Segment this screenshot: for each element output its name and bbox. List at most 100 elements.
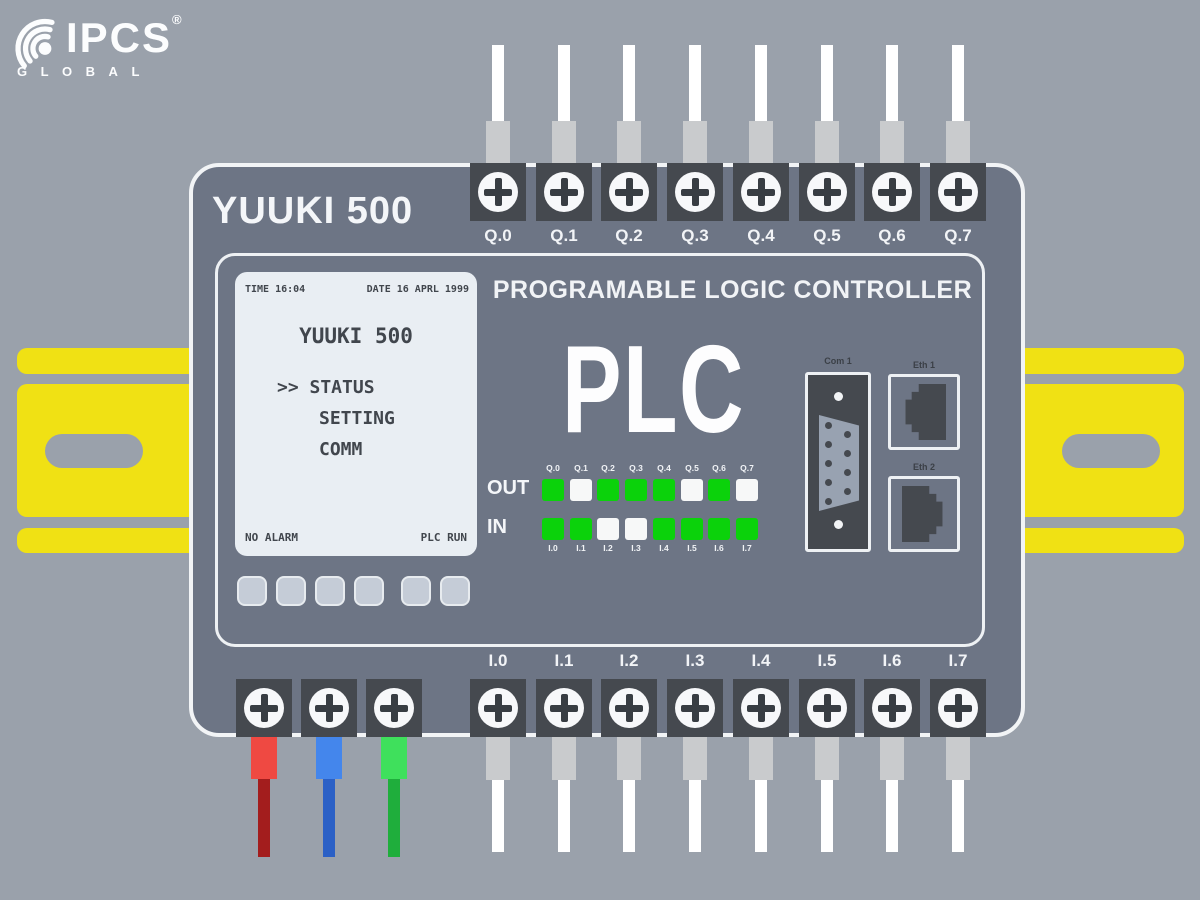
screw-slot <box>560 178 568 206</box>
membrane-button-2[interactable] <box>276 576 306 606</box>
out-led-Q.3 <box>625 479 647 501</box>
out-led-Q.5 <box>681 479 703 501</box>
out-led-label: Q.7 <box>740 463 754 473</box>
out-row-label: OUT <box>487 477 530 499</box>
din-rail-right-slot <box>1062 434 1160 468</box>
output-terminal <box>864 163 920 221</box>
lcd-screen: TIME 16:04 DATE 16 APRL 1999 YUUKI 500 >… <box>235 272 477 556</box>
db9-connector-face <box>819 415 859 511</box>
in-led-label: I.4 <box>659 543 669 553</box>
in-led-I.2 <box>597 518 619 540</box>
input-terminal-label: I.5 <box>817 651 837 670</box>
power-blue-wire <box>323 779 335 857</box>
device-heading: PROGRAMABLE LOGIC CONTROLLER <box>492 276 973 304</box>
terminal-screw-icon <box>938 172 978 212</box>
input-wire <box>821 780 833 852</box>
input-wire-ferrule <box>815 737 839 780</box>
input-wire <box>689 780 701 852</box>
output-terminal <box>930 163 986 221</box>
membrane-button-1[interactable] <box>237 576 267 606</box>
din-rail-left-bottom-flange <box>17 528 192 553</box>
screw-slot <box>691 694 699 722</box>
in-led-label: I.3 <box>631 543 641 553</box>
output-wire-ferrule <box>486 121 510 165</box>
in-led-I.5 <box>681 518 703 540</box>
power-blue-wire-ferrule <box>316 737 342 779</box>
com-port-label: Com 1 <box>824 356 852 366</box>
output-wire-ferrule <box>880 121 904 165</box>
input-terminal <box>601 679 657 737</box>
output-wire-ferrule <box>946 121 970 165</box>
terminal-screw-icon <box>309 688 349 728</box>
out-led-Q.0 <box>542 479 564 501</box>
output-terminal-label: Q.3 <box>681 226 709 245</box>
membrane-button-6[interactable] <box>440 576 470 606</box>
screw-slot <box>560 694 568 722</box>
input-terminal-label: I.7 <box>948 651 968 670</box>
power-red-wire-ferrule <box>251 737 277 779</box>
ipcs-signal-icon <box>12 12 66 75</box>
logo-brand-text: IPCS <box>66 14 173 61</box>
screw-slot <box>823 694 831 722</box>
logo-brand: IPCS® <box>66 12 184 62</box>
out-led-label: Q.4 <box>657 463 671 473</box>
screw-slot <box>823 178 831 206</box>
input-terminal-label: I.3 <box>685 651 705 670</box>
input-wire-ferrule <box>683 737 707 780</box>
output-terminal <box>536 163 592 221</box>
output-wire <box>492 45 504 125</box>
output-terminal-label: Q.5 <box>813 226 841 245</box>
input-terminal-label: I.6 <box>882 651 902 670</box>
in-led-I.3 <box>625 518 647 540</box>
lcd-menu-item-status: >> STATUS <box>277 377 375 398</box>
output-wire <box>558 45 570 125</box>
membrane-button-4[interactable] <box>354 576 384 606</box>
power-green-wire-ferrule <box>381 737 407 779</box>
db9-pin-hole <box>825 440 832 448</box>
terminal-screw-icon <box>244 688 284 728</box>
output-wire-ferrule <box>815 121 839 165</box>
screw-slot <box>888 178 896 206</box>
input-terminal <box>667 679 723 737</box>
output-terminal-label: Q.7 <box>944 226 972 245</box>
out-led-Q.4 <box>653 479 675 501</box>
out-led-Q.6 <box>708 479 730 501</box>
input-wire-ferrule <box>749 737 773 780</box>
db9-pin-hole <box>844 431 851 438</box>
terminal-screw-icon <box>675 688 715 728</box>
membrane-button-5[interactable] <box>401 576 431 606</box>
input-wire <box>558 780 570 852</box>
screw-slot <box>954 694 962 722</box>
input-wire-ferrule <box>946 737 970 780</box>
power-red-wire <box>258 779 270 857</box>
input-terminal <box>470 679 526 737</box>
lcd-date: DATE 16 APRL 1999 <box>366 284 469 295</box>
lcd-menu-item-comm: COMM <box>319 439 363 460</box>
in-led-I.7 <box>736 518 758 540</box>
in-led-I.4 <box>653 518 675 540</box>
output-terminal <box>733 163 789 221</box>
power-green-wire <box>388 779 400 857</box>
db9-pin-hole <box>825 459 832 467</box>
membrane-button-3[interactable] <box>315 576 345 606</box>
lcd-time: TIME 16:04 <box>245 284 306 295</box>
lcd-menu: >> STATUS SETTING COMM <box>235 372 477 465</box>
power-terminal <box>236 679 292 737</box>
input-wire <box>755 780 767 852</box>
terminal-screw-icon <box>872 172 912 212</box>
output-wire-ferrule <box>683 121 707 165</box>
logo-subtitle: GLOBAL <box>17 64 153 79</box>
terminal-screw-icon <box>741 172 781 212</box>
input-wire <box>492 780 504 852</box>
input-wire <box>952 780 964 852</box>
db9-screw-bottom <box>834 520 843 529</box>
output-wire <box>689 45 701 125</box>
terminal-screw-icon <box>938 688 978 728</box>
in-led-I.1 <box>570 518 592 540</box>
output-terminal-label: Q.1 <box>550 226 578 245</box>
output-wire-ferrule <box>749 121 773 165</box>
input-terminal-label: I.2 <box>619 651 639 670</box>
terminal-screw-icon <box>675 172 715 212</box>
output-terminal <box>601 163 657 221</box>
